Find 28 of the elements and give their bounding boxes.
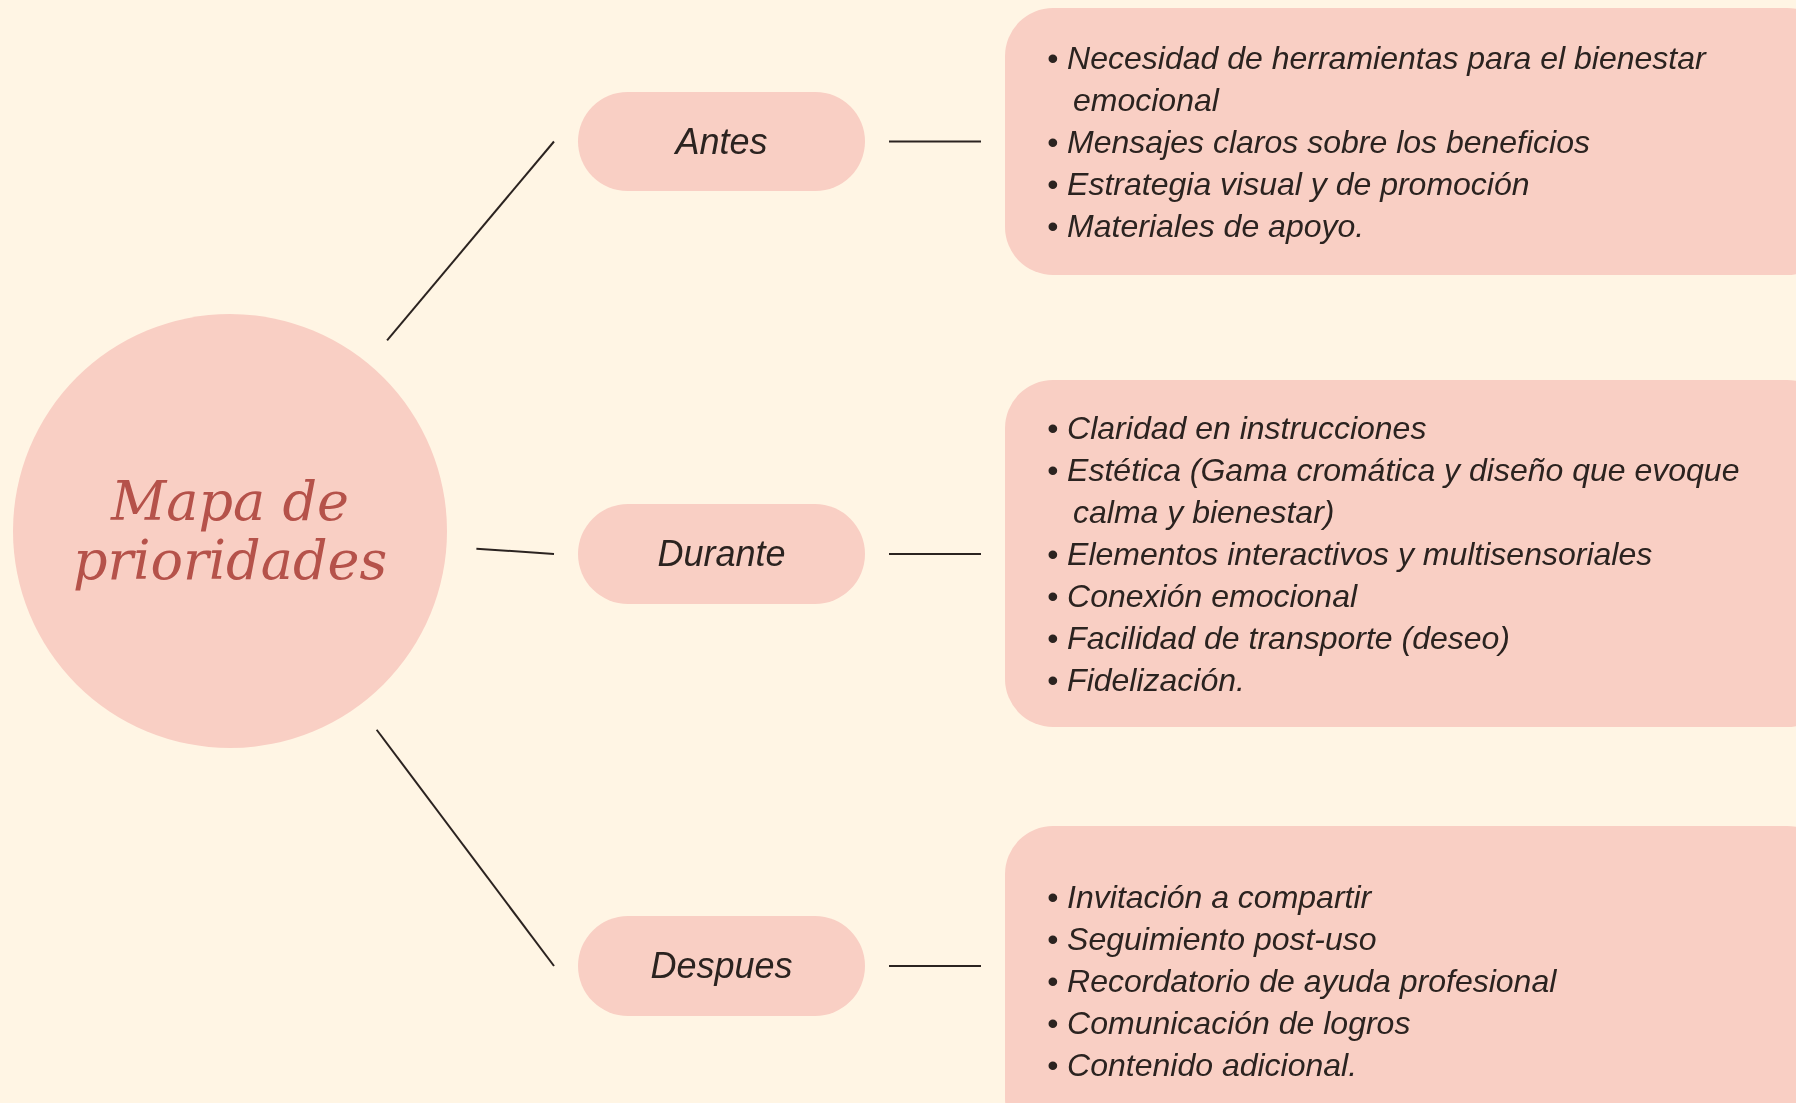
bullet-item: • Invitación a compartir bbox=[1047, 878, 1373, 917]
phase-label: Durante bbox=[657, 533, 786, 575]
bullet-card bbox=[1005, 826, 1796, 1103]
bullet-item: • Contenido adicional. bbox=[1047, 1046, 1359, 1085]
bullet-item: • Claridad en instrucciones bbox=[1047, 408, 1428, 448]
title-text: Mapa de prioridades bbox=[71, 471, 389, 591]
connector-line bbox=[375, 728, 555, 967]
bullet-item: • Estrategia visual y de promoción bbox=[1047, 164, 1531, 204]
bullet-card bbox=[1005, 8, 1796, 275]
connector-line bbox=[888, 553, 982, 555]
bullet-item: • Materiales de apoyo. bbox=[1047, 206, 1366, 246]
bullet-item: • Necesidad de herramientas para el bienestar emocional bbox=[1047, 38, 1708, 120]
phase-label: Antes bbox=[675, 120, 768, 163]
bullet-item: • Estética (Gama cromática y diseño que evoque calma y bienestar) bbox=[1047, 450, 1741, 532]
bullet-item: • Seguimiento post-uso bbox=[1047, 920, 1378, 959]
bullet-item: • Elementos interactivos y multisensoriales bbox=[1047, 534, 1654, 574]
connector-line bbox=[386, 140, 555, 342]
bullet-item: • Comunicación de logros bbox=[1047, 1004, 1412, 1043]
connector-line bbox=[475, 547, 555, 555]
phase-label: Despues bbox=[650, 945, 793, 987]
bullet-item: • Fidelización. bbox=[1047, 660, 1246, 700]
bullet-card bbox=[1005, 380, 1796, 727]
bullet-item: • Facilidad de transporte (deseo) bbox=[1047, 618, 1511, 658]
bullet-item: • Mensajes claros sobre los beneficios bbox=[1047, 122, 1591, 162]
bullet-item: • Conexión emocional bbox=[1047, 576, 1359, 616]
connector-line bbox=[888, 140, 982, 143]
bullet-item: • Recordatorio de ayuda profesional bbox=[1047, 962, 1558, 1001]
connector-line bbox=[888, 965, 982, 967]
